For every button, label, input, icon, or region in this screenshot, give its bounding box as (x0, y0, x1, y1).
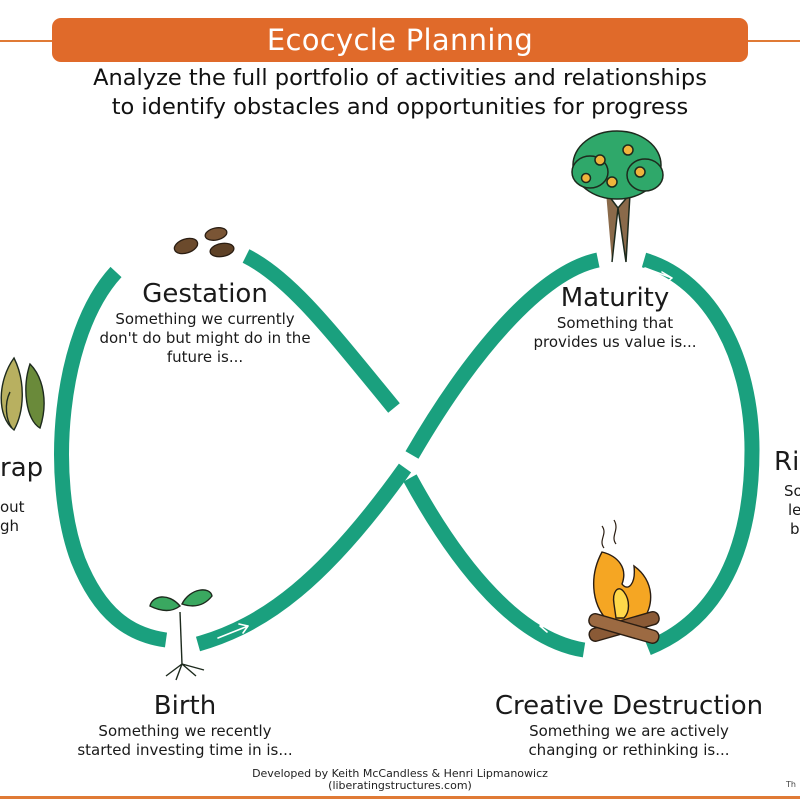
stage-prompt-line: b (790, 520, 800, 538)
bottom-accent-line (0, 796, 800, 799)
stage-title-partial: Ri (774, 447, 800, 477)
stage-prompt-line: Something we are actively (529, 722, 729, 740)
banner-line-left (0, 40, 60, 42)
credits-website: (liberatingstructures.com) (328, 779, 472, 792)
loop-left-arc (54, 266, 168, 648)
subtitle-line-2: to identify obstacles and opportunities … (111, 94, 689, 120)
stage-prompt-line: don't do but might do in the (99, 329, 311, 347)
arrow-maturity (644, 267, 673, 285)
stage-prompt-line: gh (0, 517, 20, 535)
stage-cutoff-right: Ri So le b (774, 446, 800, 539)
subtitle: Analyze the full portfolio of activities… (40, 64, 760, 122)
banner-line-right (740, 40, 800, 42)
stage-title: Creative Destruction (494, 691, 764, 721)
credits: Developed by Keith McCandless & Henri Li… (200, 768, 600, 792)
title-banner: Ecocycle Planning (52, 18, 748, 62)
campfire-icon (588, 519, 660, 644)
page-title: Ecocycle Planning (266, 23, 534, 57)
dried-leaves-icon (0, 356, 45, 432)
stage-prompt-line: started investing time in is... (77, 741, 293, 759)
seeds-icon (173, 227, 235, 258)
stage-prompt-line: future is... (166, 348, 244, 366)
stage-prompt-line: Something we recently (98, 722, 272, 740)
sprout-icon (149, 589, 213, 681)
loop-bottom-right-arc (403, 474, 586, 658)
stage-title: Maturity (560, 283, 670, 313)
stage-birth: Birth Something we recently started inve… (70, 690, 300, 760)
stage-prompt-line: out (0, 498, 25, 516)
stage-gestation: Gestation Something we currently don't d… (90, 278, 320, 367)
loop-bottom-left-arc (195, 463, 412, 652)
stage-maturity: Maturity Something that provides us valu… (500, 282, 730, 352)
loop-cross-stroke (405, 252, 600, 459)
credits-authors: Developed by Keith McCandless & Henri Li… (252, 767, 548, 780)
arrow-destruction (539, 620, 569, 633)
flow-arrows (127, 257, 673, 639)
stage-prompt-line: So (784, 482, 800, 500)
arrow-birth (217, 623, 249, 639)
stage-prompt-line: Something that (556, 314, 674, 332)
stage-prompt-line: le (788, 501, 800, 519)
stage-title-partial: rap (0, 453, 44, 483)
arrow-gestation (127, 257, 153, 273)
stage-cutoff-left: rap out gh (0, 452, 60, 536)
stage-creative-destruction: Creative Destruction Something we are ac… (470, 690, 788, 760)
stage-prompt-line: Something we currently (115, 310, 295, 328)
loop-top-left-arc (242, 249, 400, 413)
stage-prompt-line: provides us value is... (533, 333, 697, 351)
stage-title: Birth (153, 691, 217, 721)
stage-title: Gestation (142, 279, 268, 309)
corner-text: Th (786, 780, 796, 789)
tree-icon (571, 130, 664, 263)
loop-right-arc (641, 252, 760, 655)
subtitle-line-1: Analyze the full portfolio of activities… (93, 65, 707, 91)
stage-prompt-line: changing or rethinking is... (528, 741, 730, 759)
